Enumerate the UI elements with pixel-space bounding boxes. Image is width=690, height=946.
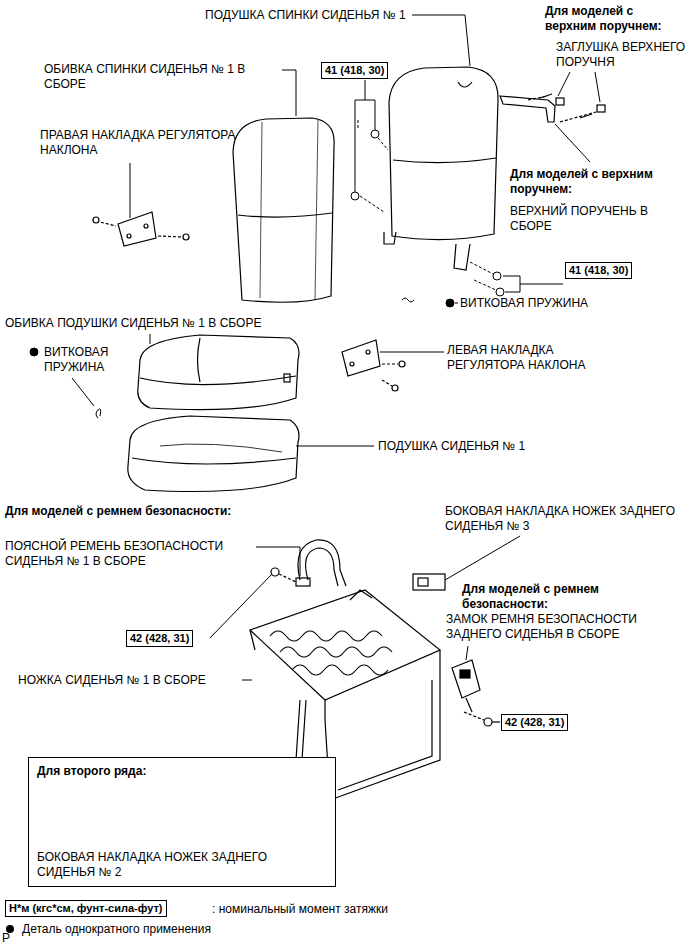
page-code: P [2,931,10,946]
torque-box: 42 (428, 31) [126,630,193,647]
part-label: БОКОВАЯ НАКЛАДКА НОЖЕК ЗАДНЕГО СИДЕНЬЯ №… [445,504,680,534]
part-label: ПОЯСНОЙ РЕМЕНЬ БЕЗОПАСНОСТИ СИДЕНЬЯ № 1 … [5,539,257,569]
torque-value: 41 (418, 30) [325,64,384,77]
inset-heading: Для второго ряда: [37,764,146,779]
torque-box: 42 (428, 31) [501,714,568,731]
part-label: ВЕРХНИЙ ПОРУЧЕНЬ В СБОРЕ [510,204,670,234]
buckle [452,660,500,726]
seatback-cover [233,118,334,302]
part-label: Для моделей с ремнем безопасности: [462,582,667,612]
part-label: ВИТКОВАЯ ПРУЖИНА [44,345,144,375]
part-label: ПОДУШКА СПИНКИ СИДЕНЬЯ № 1 [205,8,406,23]
cushion-pad [128,416,299,492]
torque-value: 42 (428, 31) [130,632,189,645]
part-label: ОБИВКА ПОДУШКИ СИДЕНЬЯ № 1 В СБОРЕ [5,316,261,331]
part-label: БОКОВАЯ НАКЛАДКА НОЖЕК ЗАДНЕГО СИДЕНЬЯ №… [37,850,297,880]
inset-box: Для второго ряда: БОКОВАЯ НАКЛАДКА НОЖЕК … [28,757,336,887]
torque-value: 41 (418, 30) [569,264,628,277]
part-label: ЗАГЛУШКА ВЕРХНЕГО ПОРУЧНЯ [556,40,686,70]
part-label: Для моделей с верхним поручнем: [545,4,685,34]
torque-box: 41 (418, 30) [321,62,388,79]
legend-text: Деталь однократного применения [22,922,211,937]
part-label: Для моделей с верхним поручнем: [510,167,682,197]
part-label: ОБИВКА СПИНКИ СИДЕНЬЯ № 1 В СБОРЕ [44,62,282,92]
torque-value: 42 (428, 31) [505,716,564,729]
legend-text: : номинальный момент затяжки [212,902,388,917]
torque-box: 41 (418, 30) [565,262,632,279]
armrest [500,94,605,122]
part-label: Для моделей с ремнем безопасности: [5,504,241,519]
part-label: ВИТКОВАЯ ПРУЖИНА [460,296,588,311]
part-label: ПОДУШКА СИДЕНЬЯ № 1 [378,439,525,454]
part-label: НОЖКА СИДЕНЬЯ № 1 В СБОРЕ [18,673,206,688]
side-cover [413,574,445,590]
seatback-pad [384,67,498,270]
part-label: ЛЕВАЯ НАКЛАДКА РЕГУЛЯТОРА НАКЛОНА [447,343,632,373]
cushion-cover [138,335,299,410]
part-label: ЗАМОК РЕМНЯ БЕЗОПАСНОСТИ ЗАДНЕГО СИДЕНЬЯ… [446,612,681,642]
torque-box: Н*м (кгс*см, фунт-сила-фут) [5,900,167,917]
part-label: ПРАВАЯ НАКЛАДКА РЕГУЛЯТОРА НАКЛОНА [40,128,255,158]
torque-value: Н*м (кгс*см, фунт-сила-фут) [9,902,163,915]
